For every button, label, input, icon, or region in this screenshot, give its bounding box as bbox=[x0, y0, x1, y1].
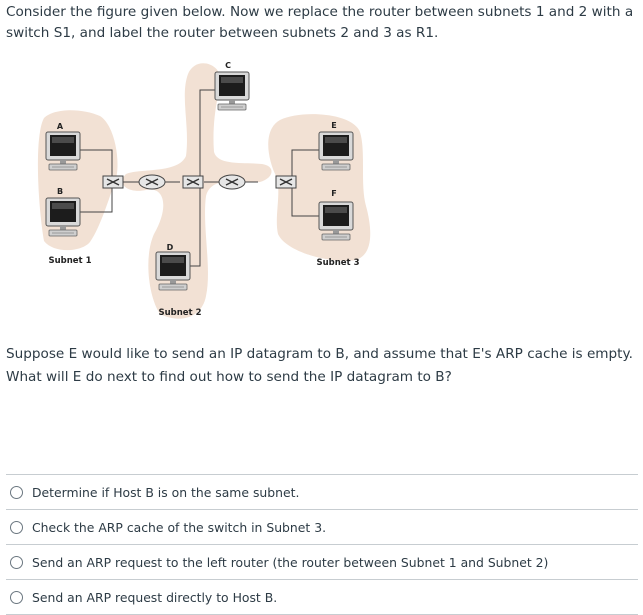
network-links bbox=[80, 89, 319, 267]
subnet-2-region bbox=[122, 63, 272, 319]
host-e-label: E bbox=[331, 121, 336, 130]
answer-option-1[interactable]: Determine if Host B is on the same subne… bbox=[6, 474, 638, 509]
answer-list: Determine if Host B is on the same subne… bbox=[6, 474, 638, 615]
host-c-computer-icon bbox=[214, 71, 250, 111]
answer-option-3[interactable]: Send an ARP request to the left router (… bbox=[6, 544, 638, 579]
subnet-1-label: Subnet 1 bbox=[48, 256, 91, 266]
host-c-label: C bbox=[225, 61, 231, 70]
radio-button[interactable] bbox=[10, 555, 23, 569]
answer-label: Send an ARP request directly to Host B. bbox=[32, 589, 278, 605]
question-intro: Consider the figure given below. Now we … bbox=[6, 4, 634, 41]
switch-subnet-2 bbox=[182, 175, 204, 189]
answer-option-2[interactable]: Check the ARP cache of the switch in Sub… bbox=[6, 509, 638, 544]
router-subnet-2-3 bbox=[218, 174, 246, 190]
answer-label: Determine if Host B is on the same subne… bbox=[32, 484, 300, 500]
host-b-computer-icon bbox=[45, 197, 81, 237]
host-d-computer-icon bbox=[155, 251, 191, 291]
host-e-computer-icon bbox=[318, 131, 354, 171]
router-subnet-1-2 bbox=[138, 174, 166, 190]
subnet-2-label: Subnet 2 bbox=[158, 308, 201, 318]
switch-subnet-3 bbox=[275, 175, 297, 189]
switch-subnet-1 bbox=[102, 175, 124, 189]
answer-label: Check the ARP cache of the switch in Sub… bbox=[32, 519, 327, 535]
subnet-3-label: Subnet 3 bbox=[316, 258, 359, 268]
question-prompt: Suppose E would like to send an IP datag… bbox=[6, 346, 633, 385]
radio-button[interactable] bbox=[10, 485, 23, 499]
answer-option-4[interactable]: Send an ARP request directly to Host B. bbox=[6, 579, 638, 615]
answer-label: Send an ARP request to the left router (… bbox=[32, 554, 549, 570]
host-a-label: A bbox=[57, 122, 64, 131]
radio-button[interactable] bbox=[10, 590, 23, 604]
host-b-label: B bbox=[57, 187, 63, 196]
host-a-computer-icon bbox=[45, 131, 81, 171]
host-f-computer-icon bbox=[318, 201, 354, 241]
host-d-label: D bbox=[167, 243, 174, 252]
host-f-label: F bbox=[331, 189, 336, 198]
radio-button[interactable] bbox=[10, 520, 23, 534]
network-figure: A B C D E F Subnet 1 Subnet 2 Subnet 3 bbox=[37, 61, 371, 319]
